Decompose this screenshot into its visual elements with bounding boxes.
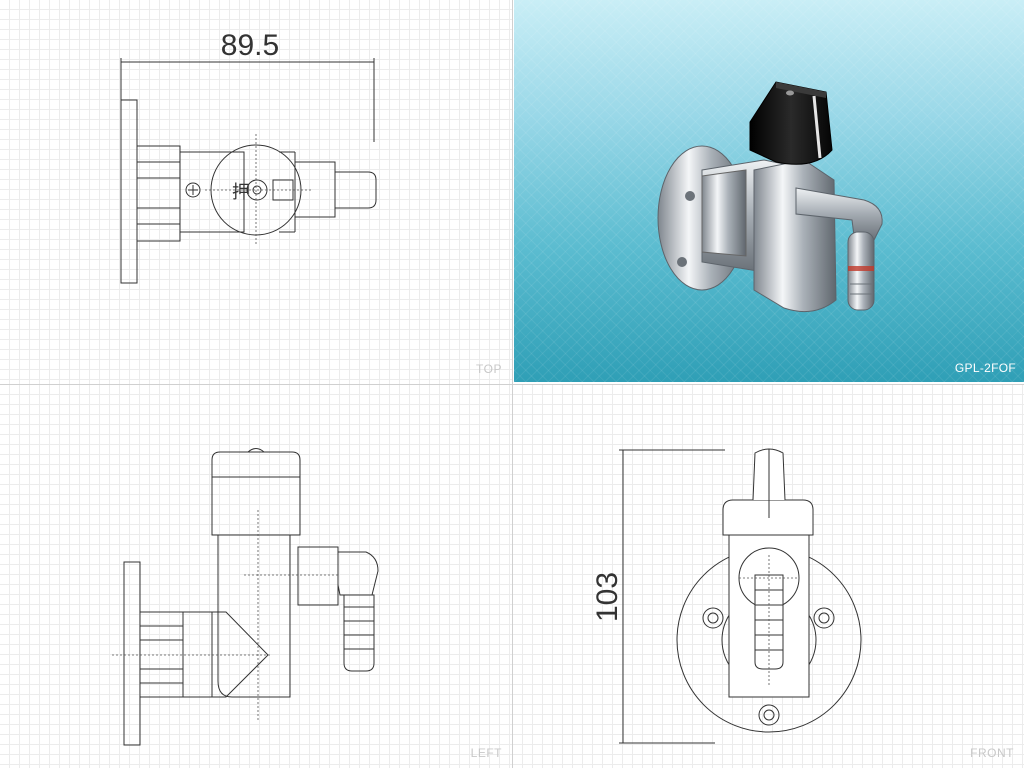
left-view-panel: LEFT xyxy=(0,385,512,768)
knob xyxy=(722,499,814,536)
product-photo xyxy=(657,81,883,313)
mounting-hole xyxy=(813,607,835,629)
body-pipe xyxy=(183,611,213,698)
photo-valve-body xyxy=(753,159,837,313)
hex-nut xyxy=(139,611,184,698)
left-view-label: LEFT xyxy=(470,746,502,760)
wall-flange xyxy=(123,561,141,746)
valve-body xyxy=(217,535,291,698)
top-view-drawing: 押 89.5 xyxy=(120,29,377,284)
push-marking: 押 xyxy=(232,182,250,202)
outlet-body xyxy=(297,546,339,606)
mounting-hole xyxy=(758,704,780,726)
knob xyxy=(211,451,301,536)
valve-body xyxy=(179,151,245,233)
top-view-panel: 押 89.5 TOP xyxy=(0,0,512,384)
photo-knob xyxy=(749,81,833,165)
product-photo-panel: GPL-2FOF xyxy=(514,0,1024,382)
wall-flange xyxy=(120,99,138,284)
photo-outlet xyxy=(795,187,883,241)
hose-nipple xyxy=(343,594,375,672)
width-dimension-label: 89.5 xyxy=(221,29,279,62)
screw xyxy=(185,182,201,198)
height-dimension-label: 103 xyxy=(591,572,624,622)
hose-nipple xyxy=(754,574,784,670)
left-view-drawing xyxy=(112,448,379,746)
front-view-drawing: 103 xyxy=(591,448,862,744)
mounting-hole xyxy=(702,607,724,629)
model-number: GPL-2FOF xyxy=(954,361,1016,375)
panel-divider-horizontal xyxy=(0,384,1024,385)
hex-nut xyxy=(136,145,181,242)
front-view-label: FRONT xyxy=(970,746,1014,760)
hose-nipple xyxy=(334,171,377,209)
outlet-elbow xyxy=(337,551,379,596)
front-view-panel: 103 FRONT xyxy=(513,385,1024,768)
top-view-label: TOP xyxy=(476,362,502,376)
